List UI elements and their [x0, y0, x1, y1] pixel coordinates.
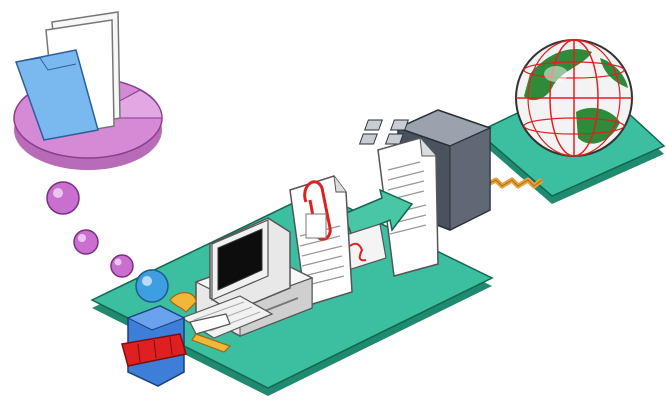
globe-icon: [516, 40, 632, 156]
folder-group: [14, 12, 162, 170]
